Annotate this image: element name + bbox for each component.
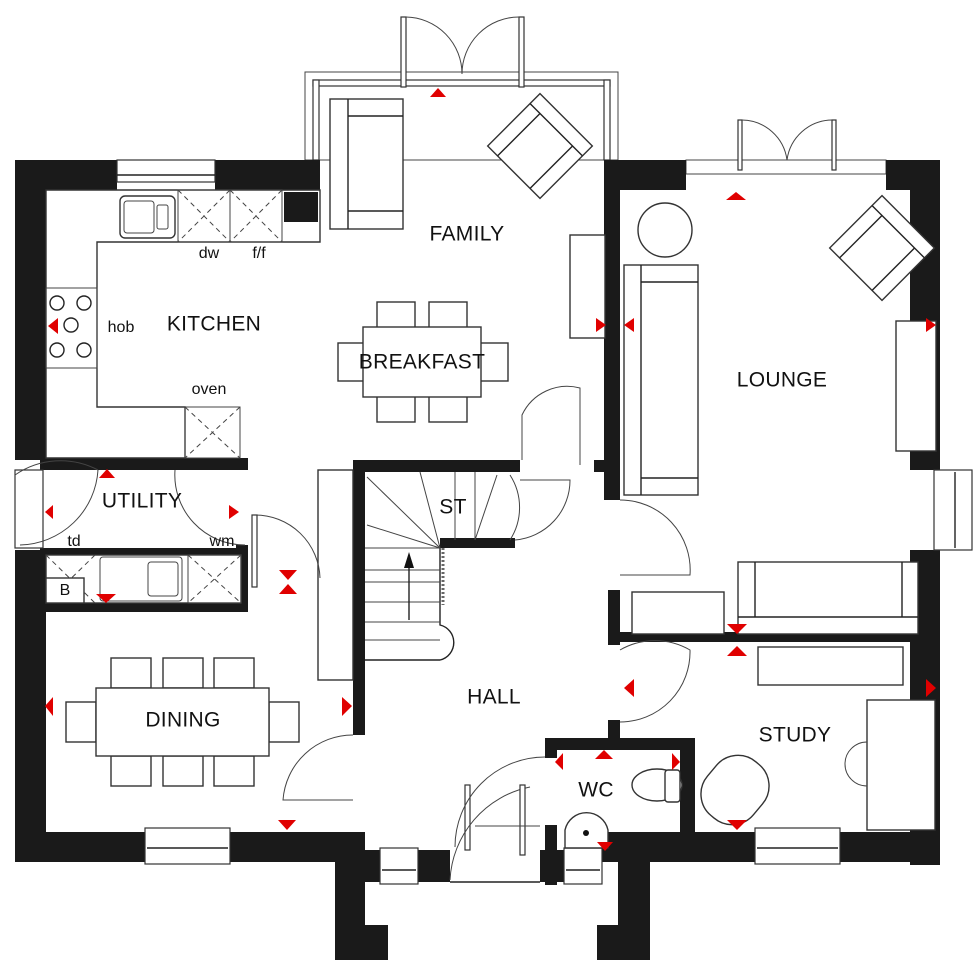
utility-fittings	[14, 460, 246, 604]
room-label-dining: DINING	[145, 708, 221, 732]
room-label-lounge: LOUNGE	[736, 368, 828, 392]
wc-fittings	[564, 768, 683, 849]
staircase	[317, 469, 571, 681]
appliance-label-dishwasher: dw	[198, 245, 220, 262]
appliance-label-washing-machine: wm	[209, 533, 235, 550]
room-label-utility: UTILITY	[101, 489, 183, 513]
appliance-label-oven: oven	[191, 381, 227, 398]
appliance-label-boiler: B	[59, 582, 71, 599]
appliance-label-hob: hob	[107, 319, 135, 336]
lounge-french-doors	[685, 119, 887, 175]
family-french-doors	[400, 16, 525, 88]
kitchen-units	[45, 189, 321, 459]
windows	[14, 159, 973, 885]
room-label-wc: WC	[578, 778, 614, 802]
study-furniture	[700, 646, 936, 831]
dining-table	[65, 657, 300, 787]
room-label-breakfast: BREAKFAST	[358, 350, 486, 374]
room-label-family: FAMILY	[429, 222, 505, 246]
room-label-kitchen: KITCHEN	[166, 312, 262, 336]
appliance-label-fridge-freezer: f/f	[252, 245, 266, 262]
front-door	[449, 784, 540, 883]
room-label-study: STUDY	[758, 723, 832, 747]
electrical-markers	[45, 88, 936, 851]
lounge-furniture	[623, 194, 937, 635]
room-label-store: ST	[439, 495, 467, 519]
breakfast-table	[337, 301, 509, 423]
appliance-label-tumble-dryer: td	[67, 533, 81, 550]
room-label-hall: HALL	[467, 685, 521, 709]
door-swings	[251, 385, 691, 848]
family-furniture	[329, 92, 606, 339]
